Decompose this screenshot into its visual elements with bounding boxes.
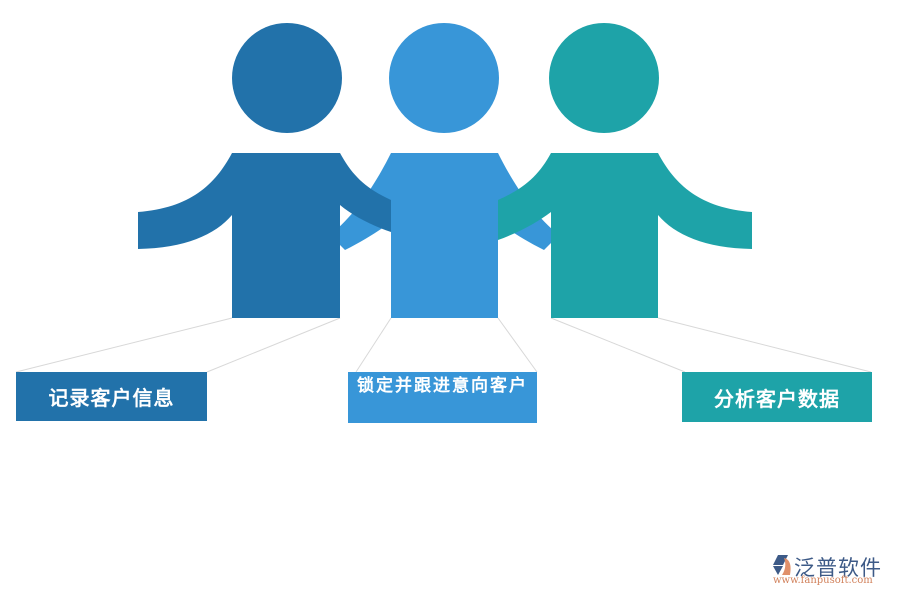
connector-line <box>206 317 341 373</box>
person-3-head <box>549 23 659 133</box>
connector-line <box>550 317 686 373</box>
person-3-body <box>551 153 658 318</box>
logo-url: www.fanpusoft.com <box>773 575 873 586</box>
fanpu-logo: 泛普软件 www.fanpusoft.com <box>768 552 893 588</box>
connector-lines <box>15 317 872 373</box>
person-3-left-arm <box>498 153 551 240</box>
person-1-figure <box>138 23 391 318</box>
logo-name: 泛普软件 <box>794 556 882 580</box>
connector-line <box>15 317 233 373</box>
person-1-body <box>232 153 340 318</box>
person-2-head <box>389 23 499 133</box>
fanpu-logo-icon <box>773 555 791 575</box>
connector-line <box>497 317 538 373</box>
person-1-right-arm <box>340 153 391 232</box>
connector-line <box>355 317 392 373</box>
person-2-label-text: 锁定并跟进意向客户 <box>357 376 528 396</box>
person-1-left-arm <box>138 153 232 249</box>
person-3-figure <box>498 23 752 318</box>
person-3-label: 分析客户数据 <box>682 372 872 422</box>
person-2-body <box>391 153 498 318</box>
person-2-figure <box>330 23 559 318</box>
person-3-label-text: 分析客户数据 <box>714 386 840 411</box>
person-3-right-arm <box>658 153 752 249</box>
person-1-label-text: 记录客户信息 <box>48 386 175 410</box>
person-1-label: 记录客户信息 <box>16 372 207 421</box>
person-2-label: 锁定并跟进意向客户 <box>348 372 537 423</box>
person-1-head <box>232 23 342 133</box>
connector-line <box>657 317 872 373</box>
